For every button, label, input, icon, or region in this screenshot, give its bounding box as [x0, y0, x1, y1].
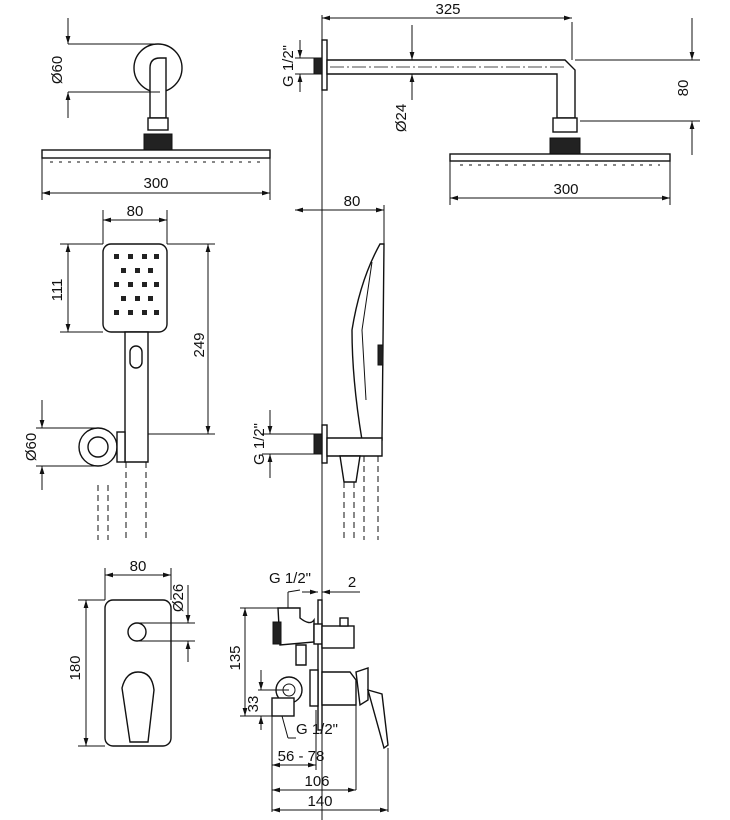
overhead-width-label: 300	[143, 175, 168, 192]
knob-diameter-label: Ø26	[170, 584, 187, 612]
arm-length-label: 325	[435, 1, 460, 18]
mixer-thread-bottom-label: G 1/2"	[296, 721, 338, 738]
holder-diameter-label: Ø60	[23, 433, 40, 461]
overhead-side-width-label: 300	[553, 181, 578, 198]
depth-body-label: 106	[304, 773, 329, 790]
hand-shower-front: 80 111 249 Ø60	[23, 203, 215, 540]
mixer-side: G 1/2" 2 135 33 G 1/2" 56 - 78 106 140	[227, 570, 389, 813]
mixer-height-label: 180	[67, 655, 84, 680]
plate-thickness-label: 2	[348, 574, 356, 591]
overhead-shower-front: Ø60 300	[41, 18, 271, 200]
hand-thread-label: G 1/2"	[251, 423, 268, 465]
mixer-width-label: 80	[130, 558, 147, 575]
mixer-height-side-label: 135	[227, 645, 244, 670]
hand-depth-label: 80	[344, 193, 361, 210]
hand-head-height-label: 111	[49, 279, 66, 302]
hand-width-label: 80	[127, 203, 144, 220]
arm-diameter-label: Ø24	[393, 104, 410, 132]
depth-total-label: 140	[307, 793, 332, 810]
overhead-shower-side: 325 G 1/2" Ø24 80 300	[280, 1, 700, 205]
drop-label: 80	[675, 80, 692, 97]
mixer-thread-top-label: G 1/2"	[269, 570, 311, 587]
hand-length-label: 249	[191, 332, 208, 357]
mixer-front: 80 Ø26 180	[67, 558, 195, 747]
depth-range-label: 56 - 78	[278, 748, 325, 765]
outlet-height-label: 33	[245, 696, 262, 713]
hand-shower-side: 80 G 1/2"	[251, 193, 385, 540]
overhead-thread-label: G 1/2"	[280, 45, 297, 87]
overhead-diameter-label: Ø60	[49, 56, 66, 84]
